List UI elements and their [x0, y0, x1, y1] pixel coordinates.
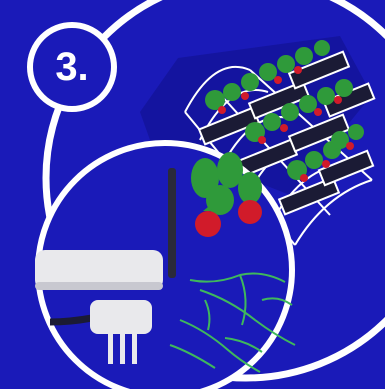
step-number: 3.: [30, 25, 114, 109]
